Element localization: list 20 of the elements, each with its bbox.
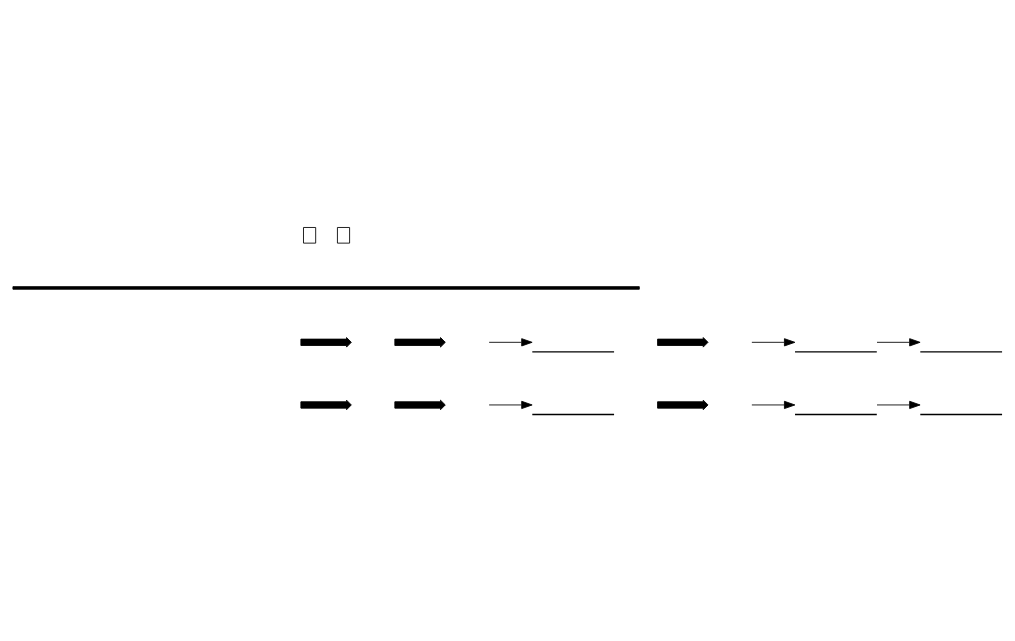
node-line	[919, 350, 1003, 353]
arrow	[751, 337, 796, 346]
node-arrow	[394, 336, 446, 348]
node-arrow	[300, 336, 352, 348]
node-line	[794, 413, 878, 415]
node-line	[919, 413, 1003, 415]
node-arrow	[657, 336, 709, 348]
node-box	[303, 226, 317, 244]
node-arrow	[657, 399, 709, 410]
node-line	[531, 413, 615, 415]
node-line	[531, 350, 615, 353]
arrow	[876, 337, 921, 346]
node-line	[794, 350, 878, 353]
node-arrow	[394, 399, 446, 410]
node-box	[337, 226, 351, 244]
arrow	[488, 337, 533, 346]
node-arrow	[300, 399, 352, 410]
arrow	[751, 400, 796, 409]
arrow	[876, 400, 921, 409]
arrow	[488, 400, 533, 409]
